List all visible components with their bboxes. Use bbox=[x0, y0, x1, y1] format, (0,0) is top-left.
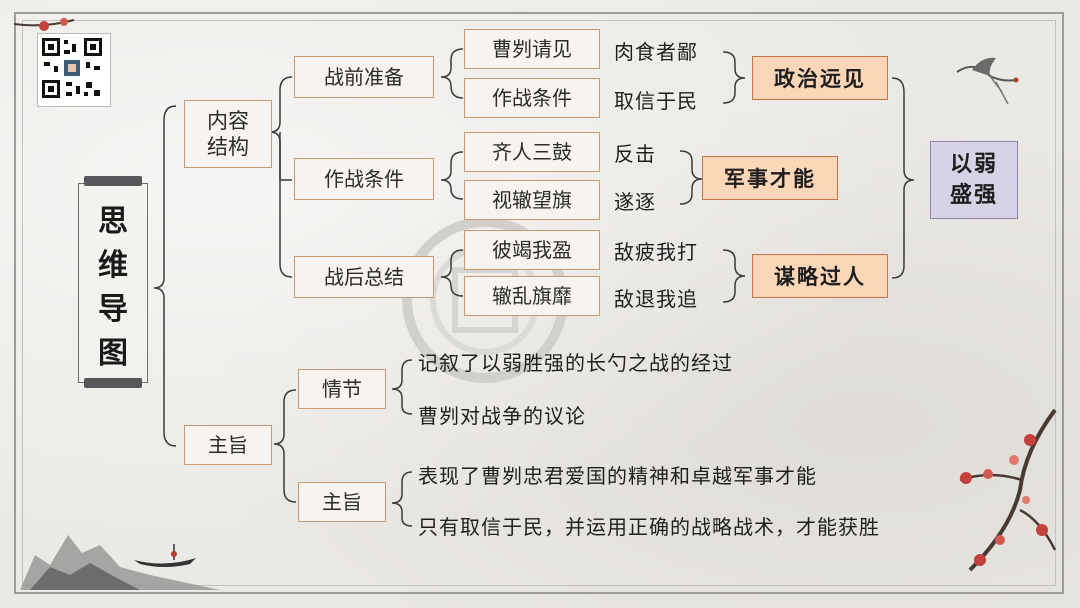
plum-blossom-icon bbox=[14, 18, 75, 31]
item-battle-conditions: 作战条件 bbox=[464, 78, 600, 118]
mind-map-title: 思 维 导 图 bbox=[78, 196, 148, 372]
title-char: 思 bbox=[98, 204, 128, 239]
outer-frame bbox=[14, 12, 1064, 594]
summary-political-foresight: 政治远见 bbox=[752, 56, 888, 100]
leaf-meat-eaters: 肉食者鄙 bbox=[614, 40, 698, 64]
title-scroll bbox=[78, 183, 148, 383]
section-theme: 主旨 bbox=[298, 482, 386, 522]
scroll-rod-bottom bbox=[84, 378, 142, 388]
leaf-trust-of-people: 取信于民 bbox=[614, 89, 698, 113]
boat-icon bbox=[134, 544, 196, 567]
branch-content-structure: 内容 结构 bbox=[184, 100, 272, 168]
item-watch-ruts-flags: 视辙望旗 bbox=[464, 180, 600, 220]
section-battle-conditions: 作战条件 bbox=[294, 158, 434, 200]
item-caogui-request: 曹刿请见 bbox=[464, 29, 600, 69]
landscape-ink-icon bbox=[20, 535, 220, 590]
branch-theme: 主旨 bbox=[184, 425, 272, 465]
leaf-theme-2: 只有取信于民，并运用正确的战略战术，才能获胜 bbox=[418, 515, 880, 539]
leaf-theme-1: 表现了曹刿忠君爱国的精神和卓越军事才能 bbox=[418, 464, 817, 488]
crane-icon bbox=[956, 57, 1019, 105]
item-exhausted-vs-full: 彼竭我盈 bbox=[464, 230, 600, 270]
item-ruts-disordered: 辙乱旗靡 bbox=[464, 276, 600, 316]
item-qi-three-drums: 齐人三鼓 bbox=[464, 132, 600, 172]
title-char: 导 bbox=[98, 292, 128, 327]
inner-frame bbox=[22, 20, 1056, 586]
section-post-war: 战后总结 bbox=[294, 256, 434, 298]
summary-strategy: 谋略过人 bbox=[752, 254, 888, 298]
section-plot: 情节 bbox=[298, 369, 386, 409]
leaf-chase-retreat: 敌退我追 bbox=[614, 287, 698, 311]
summary-weak-beats-strong: 以弱 盛强 bbox=[930, 141, 1018, 219]
leaf-plot-1: 记叙了以弱胜强的长勺之战的经过 bbox=[418, 351, 733, 375]
leaf-attack-tired: 敌疲我打 bbox=[614, 240, 698, 264]
title-char: 图 bbox=[98, 336, 128, 371]
plum-blossom-icon bbox=[959, 408, 1057, 572]
leaf-counterattack: 反击 bbox=[614, 142, 656, 166]
leaf-plot-2: 曹刿对战争的议论 bbox=[418, 404, 586, 428]
summary-military-talent: 军事才能 bbox=[702, 156, 838, 200]
scroll-rod-top bbox=[84, 176, 142, 186]
title-char: 维 bbox=[98, 248, 128, 283]
section-pre-war: 战前准备 bbox=[294, 56, 434, 98]
qr-code-icon[interactable] bbox=[38, 34, 110, 106]
leaf-pursue: 遂逐 bbox=[614, 190, 656, 214]
